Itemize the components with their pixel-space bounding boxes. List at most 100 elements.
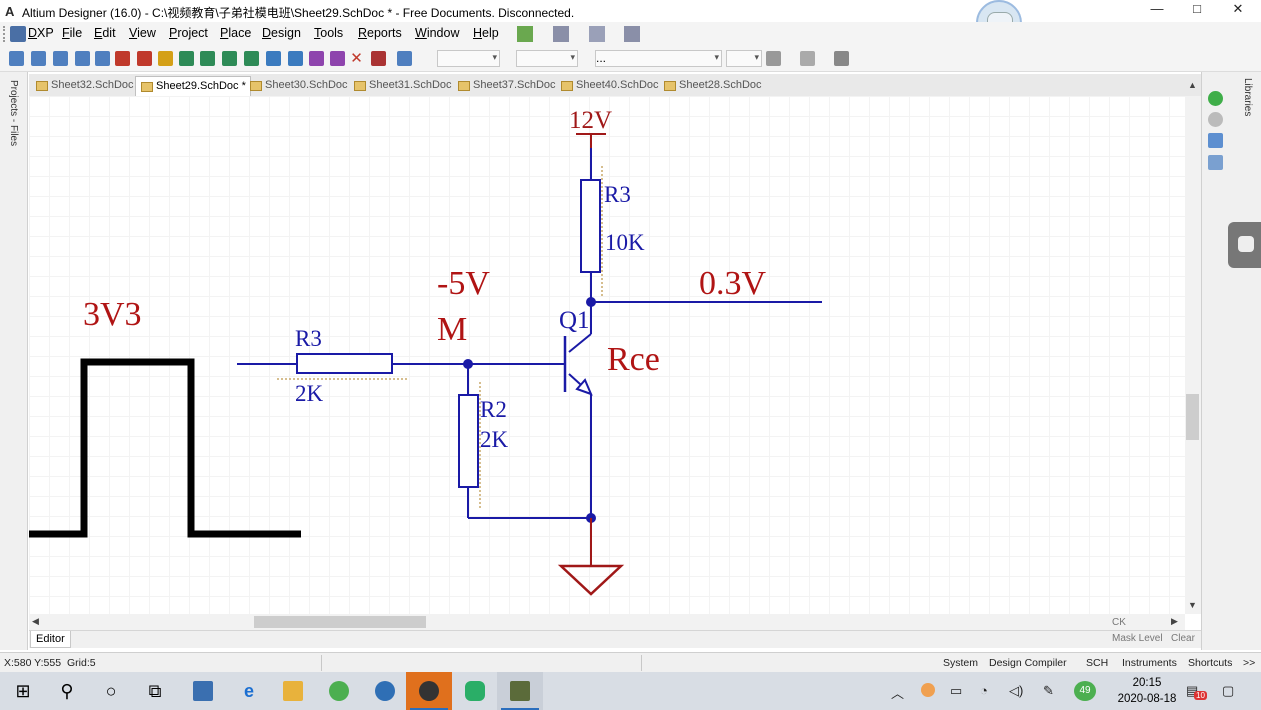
mask-ck-label[interactable]: CK xyxy=(1112,617,1126,628)
part-icon[interactable] xyxy=(158,51,173,66)
blue-app[interactable] xyxy=(362,672,408,710)
sheet-symbol-icon[interactable] xyxy=(179,51,194,66)
menu-help[interactable]: Help xyxy=(473,26,499,40)
distribute-icon[interactable] xyxy=(834,51,849,66)
grid-tool-icon[interactable] xyxy=(624,26,640,42)
design-compiler-button[interactable]: Design Compiler xyxy=(989,657,1067,669)
tray-badge[interactable]: 49 xyxy=(1074,681,1096,701)
cortana-button[interactable]: ○ xyxy=(88,672,134,710)
weight-combo[interactable] xyxy=(726,50,762,67)
menu-dxp[interactable]: DXP xyxy=(28,26,54,40)
tab-sheet29[interactable]: Sheet29.SchDoc * xyxy=(135,76,251,96)
sch-button[interactable]: SCH xyxy=(1086,657,1109,669)
edge-app[interactable]: e xyxy=(226,672,272,710)
maximize-button[interactable]: □ xyxy=(1193,1,1201,16)
gnd-port-icon[interactable] xyxy=(115,51,130,66)
volume-icon[interactable]: ◁) xyxy=(1009,683,1024,698)
task-view-button[interactable]: ⧉ xyxy=(132,672,178,710)
close-button[interactable]: ✕ xyxy=(1232,1,1244,16)
libraries-panel-tab[interactable]: Libraries xyxy=(1242,78,1253,117)
explorer-app[interactable] xyxy=(270,672,316,710)
size-combo[interactable] xyxy=(516,50,578,67)
menu-design[interactable]: Design xyxy=(262,26,301,40)
projects-files-panel-tab[interactable]: Projects - Files xyxy=(8,80,19,147)
wire-icon[interactable] xyxy=(9,51,24,66)
style-combo[interactable]: ... xyxy=(595,50,722,67)
menu-view[interactable]: View xyxy=(129,26,156,40)
line-style-icon[interactable] xyxy=(800,51,815,66)
more-button[interactable]: >> xyxy=(1243,657,1256,669)
shortcuts-button[interactable]: Shortcuts xyxy=(1188,657,1233,669)
instruments-button[interactable]: Instruments xyxy=(1122,657,1177,669)
power-port-12v[interactable]: 12V xyxy=(569,107,612,148)
wifi-icon[interactable]: ◔ xyxy=(980,683,988,698)
menu-tools[interactable]: Tools xyxy=(314,26,344,40)
tab-sheet30[interactable]: Sheet30.SchDoc xyxy=(245,76,352,96)
device-sheet-icon[interactable] xyxy=(222,51,237,66)
pencil-icon[interactable] xyxy=(397,51,412,66)
schematic-canvas[interactable]: 12V R3 10K 0.3V Q xyxy=(29,96,1185,614)
ground-tool-icon[interactable] xyxy=(589,26,605,42)
editor-tab[interactable]: Editor xyxy=(30,631,71,648)
pen-icon[interactable]: ✎ xyxy=(1043,683,1054,698)
horizontal-scroll-thumb[interactable] xyxy=(254,616,426,628)
sheet-entry-icon[interactable] xyxy=(200,51,215,66)
scroll-right-icon[interactable]: ▶ xyxy=(1171,616,1178,626)
wechat-app[interactable] xyxy=(452,672,498,710)
port-icon[interactable] xyxy=(266,51,281,66)
tab-sheet32[interactable]: Sheet32.SchDoc xyxy=(31,76,138,96)
scroll-up-icon[interactable]: ▲ xyxy=(1188,80,1197,90)
no-erc-icon[interactable]: ✕ xyxy=(350,50,363,67)
back-icon[interactable] xyxy=(1208,91,1223,106)
calculator-app[interactable] xyxy=(180,672,226,710)
start-button[interactable]: ⊞ xyxy=(0,672,46,710)
ground-symbol[interactable] xyxy=(557,518,625,596)
tab-sheet28[interactable]: Sheet28.SchDoc xyxy=(659,76,766,96)
tab-sheet40[interactable]: Sheet40.SchDoc xyxy=(556,76,663,96)
wire-tool-icon[interactable] xyxy=(517,26,533,42)
align-icon[interactable] xyxy=(766,51,781,66)
resistor-r2[interactable]: R2 2K xyxy=(458,364,509,518)
bus-tool-icon[interactable] xyxy=(553,26,569,42)
battery-icon[interactable]: ▭ xyxy=(950,683,963,698)
tray-app-icon[interactable] xyxy=(921,683,935,697)
harness-connector-icon[interactable] xyxy=(244,51,259,66)
tab-sheet37[interactable]: Sheet37.SchDoc xyxy=(453,76,560,96)
orange-app[interactable] xyxy=(406,672,452,710)
tray-expand-icon[interactable]: ︿ xyxy=(891,686,905,701)
document-icon[interactable] xyxy=(1208,155,1223,170)
minimize-button[interactable]: — xyxy=(1150,1,1164,16)
action-center-icon[interactable]: ▢ xyxy=(1222,683,1235,698)
forward-icon[interactable] xyxy=(1208,112,1223,127)
font-combo[interactable] xyxy=(437,50,500,67)
vertical-scrollbar[interactable]: ▲ ▼ xyxy=(1185,80,1201,614)
menu-window[interactable]: Window xyxy=(415,26,460,40)
transistor-q1[interactable]: Q1 xyxy=(559,302,593,518)
menu-reports[interactable]: Reports xyxy=(358,26,402,40)
floating-widget-icon[interactable] xyxy=(1228,222,1261,268)
compile-mask-icon[interactable] xyxy=(330,51,345,66)
taskbar-clock[interactable]: 20:15 2020-08-18 xyxy=(1112,675,1182,707)
scroll-down-icon[interactable]: ▼ xyxy=(1188,600,1197,610)
bus-entry-icon[interactable] xyxy=(75,51,90,66)
resistor-r3-input[interactable]: R3 2K xyxy=(277,326,407,406)
toolbar-grip[interactable] xyxy=(3,26,7,42)
menu-file[interactable]: File xyxy=(62,26,83,40)
vertical-scroll-thumb[interactable] xyxy=(1186,394,1199,440)
mask-level-button[interactable]: Mask Level xyxy=(1112,633,1163,644)
menu-place[interactable]: Place xyxy=(220,26,252,40)
directive-icon[interactable] xyxy=(309,51,324,66)
harness-icon[interactable] xyxy=(53,51,68,66)
clear-button[interactable]: Clear xyxy=(1171,633,1195,644)
system-button[interactable]: System xyxy=(943,657,979,669)
resistor-r3-top[interactable]: R3 10K xyxy=(580,148,645,302)
menu-edit[interactable]: Edit xyxy=(94,26,116,40)
net-label-icon[interactable] xyxy=(95,51,110,66)
green-app[interactable] xyxy=(316,672,362,710)
menu-project[interactable]: Project xyxy=(169,26,208,40)
bus-icon[interactable] xyxy=(31,51,46,66)
vcc-port-icon[interactable] xyxy=(137,51,152,66)
off-sheet-icon[interactable] xyxy=(288,51,303,66)
altium-app[interactable] xyxy=(497,672,543,710)
scroll-left-icon[interactable]: ◀ xyxy=(32,616,39,626)
